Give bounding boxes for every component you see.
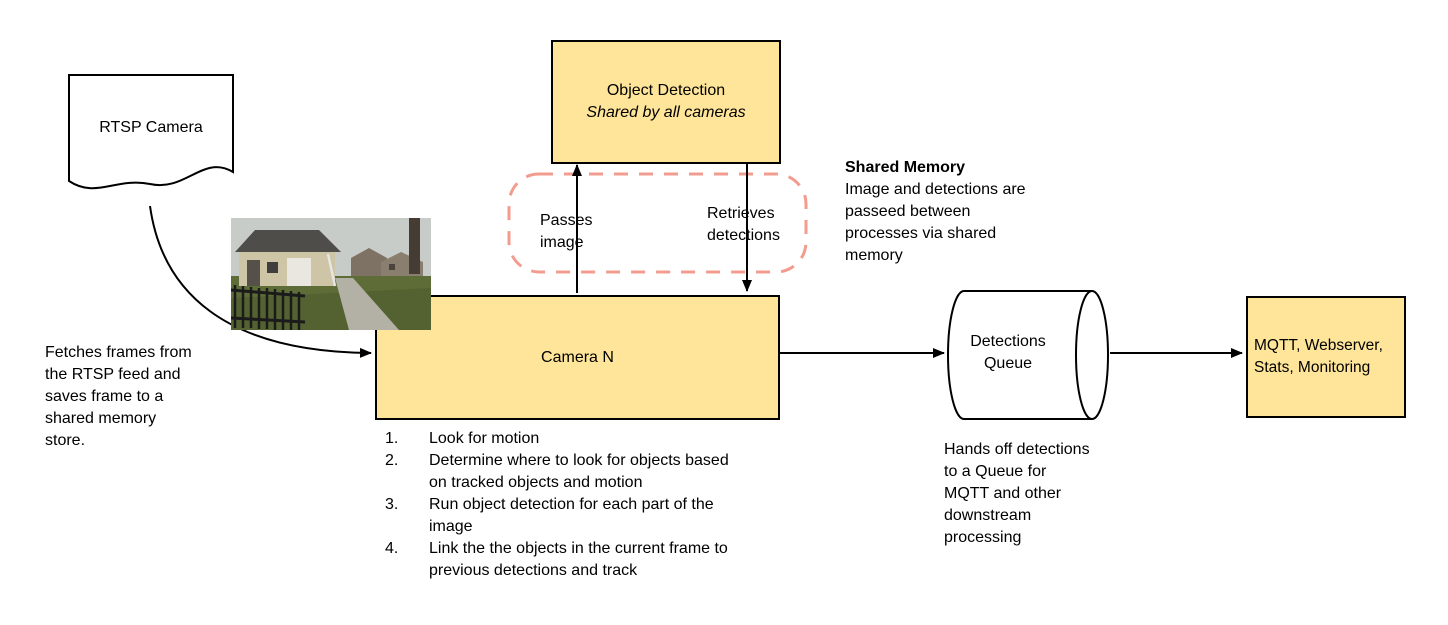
- shared-memory-title: Shared Memory: [845, 159, 966, 176]
- retrieves-detections-label: Retrieves detections: [707, 205, 780, 244]
- note-line: processing: [944, 529, 1022, 546]
- step-number: 2.: [385, 452, 399, 469]
- note-line: processes via shared: [845, 225, 997, 242]
- photo-porch-post: [409, 218, 420, 274]
- note-line: Image and detections are: [845, 181, 1026, 198]
- photo-sidewalk: [335, 278, 399, 330]
- list-item: 2. Determine where to look for objects b…: [385, 450, 737, 494]
- note-line: to a Queue for: [944, 463, 1047, 480]
- step-text: Link the the objects in the current fram…: [429, 540, 728, 579]
- note-line: Fetches frames from: [45, 344, 192, 361]
- object-detection-title: Object Detection: [606, 82, 726, 99]
- outputs-node: MQTT, Webserver, Stats, Monitoring: [1246, 296, 1406, 418]
- step-number: 4.: [385, 540, 399, 557]
- note-line: downstream: [944, 507, 1032, 524]
- detections-queue-label: Detections Queue: [970, 333, 1046, 372]
- rtsp-camera-label: RTSP Camera: [99, 119, 203, 136]
- fetch-note: Fetches frames from the RTSP feed and sa…: [45, 342, 235, 452]
- step-text: Determine where to look for objects base…: [429, 452, 729, 491]
- note-line: memory: [845, 247, 903, 264]
- camera-snapshot-image: [231, 218, 431, 330]
- arrow-rtsp-to-camera: [149, 205, 372, 358]
- note-line: store.: [45, 432, 86, 449]
- note-line: the RTSP feed and: [45, 366, 181, 383]
- rtsp-document-shape: [68, 74, 234, 190]
- note-line: Hands off detections: [944, 441, 1090, 458]
- object-detection-node: Object Detection Shared by all cameras: [551, 40, 781, 164]
- note-line: shared memory: [45, 410, 157, 427]
- step-number: 3.: [385, 496, 399, 513]
- step-text: Run object detection for each part of th…: [429, 496, 714, 535]
- shared-memory-outline: [507, 172, 808, 274]
- outputs-label: MQTT, Webserver, Stats, Monitoring: [1254, 337, 1383, 376]
- handoff-note: Hands off detections to a Queue for MQTT…: [944, 439, 1129, 549]
- passes-image-label: Passes image: [540, 212, 593, 251]
- step-number: 1.: [385, 430, 399, 447]
- camera-steps-list: 1. Look for motion 2. Determine where to…: [385, 428, 737, 582]
- detections-queue-shape: [947, 290, 1109, 420]
- step-text: Look for motion: [429, 430, 540, 447]
- note-line: passeed between: [845, 203, 971, 220]
- photo-fence: [231, 285, 306, 330]
- note-line: MQTT and other: [944, 485, 1062, 502]
- list-item: 1. Look for motion: [385, 428, 737, 450]
- camera-n-node: Camera N: [375, 295, 780, 420]
- photo-house: [235, 230, 341, 287]
- object-detection-subtitle: Shared by all cameras: [586, 104, 746, 121]
- camera-n-label: Camera N: [541, 348, 614, 366]
- list-item: 3. Run object detection for each part of…: [385, 494, 737, 538]
- list-item: 4. Link the the objects in the current f…: [385, 538, 737, 582]
- note-line: saves frame to a: [45, 388, 164, 405]
- shared-memory-note: Shared Memory Image and detections are p…: [845, 157, 1065, 267]
